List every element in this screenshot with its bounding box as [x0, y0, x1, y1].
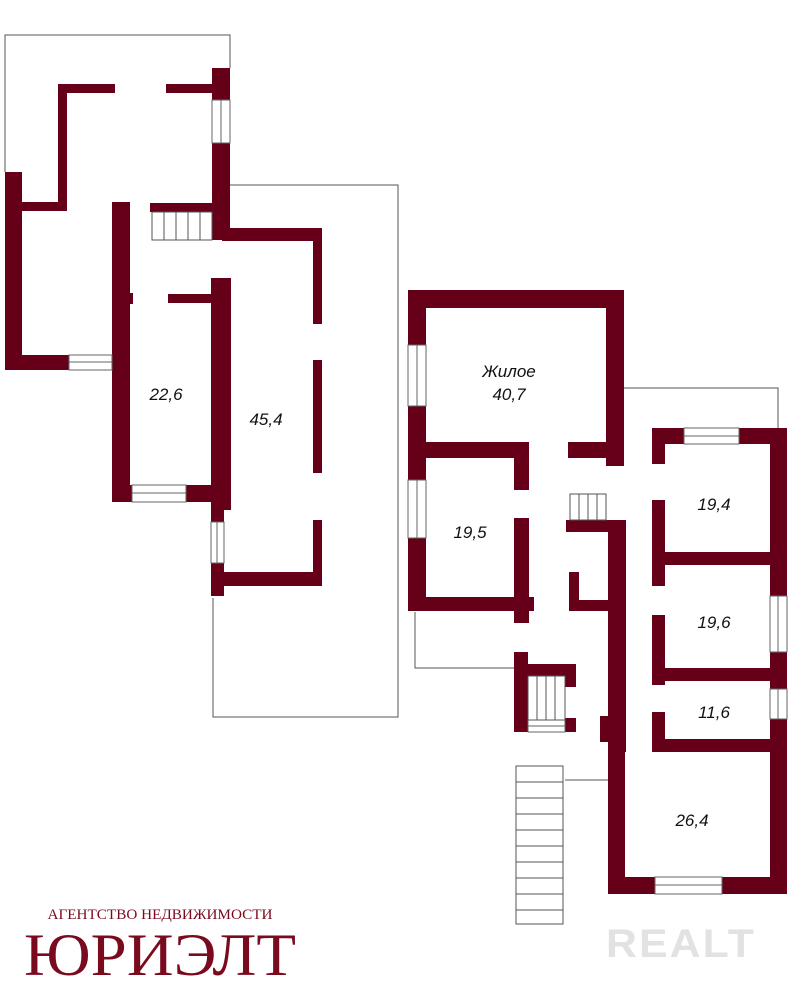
room-label-19-5: 19,5 [453, 523, 487, 542]
room-label-living-title: Жилое [481, 362, 536, 381]
room-label-19-6: 19,6 [697, 613, 731, 632]
left-stairs [151, 211, 213, 241]
room-label-45-4: 45,4 [249, 410, 282, 429]
agency-subtitle: АГЕНТСТВО НЕДВИЖИМОСТИ [48, 907, 273, 923]
right-building-walls [408, 290, 787, 894]
room-label-11-6: 11,6 [698, 703, 730, 722]
right-building-windows [407, 344, 788, 895]
agency-logo: ЮРИЭЛТ [24, 922, 296, 988]
left-building-windows [68, 99, 231, 564]
realt-watermark: REALT [606, 922, 756, 966]
room-label-living-area: 40,7 [492, 385, 526, 404]
terrace-outlines [4, 34, 779, 781]
left-building-walls [5, 68, 322, 596]
room-label-26-4: 26,4 [674, 811, 708, 830]
room-label-19-4: 19,4 [697, 495, 730, 514]
room-label-22-6: 22,6 [148, 385, 183, 404]
right-stairs [515, 493, 607, 925]
